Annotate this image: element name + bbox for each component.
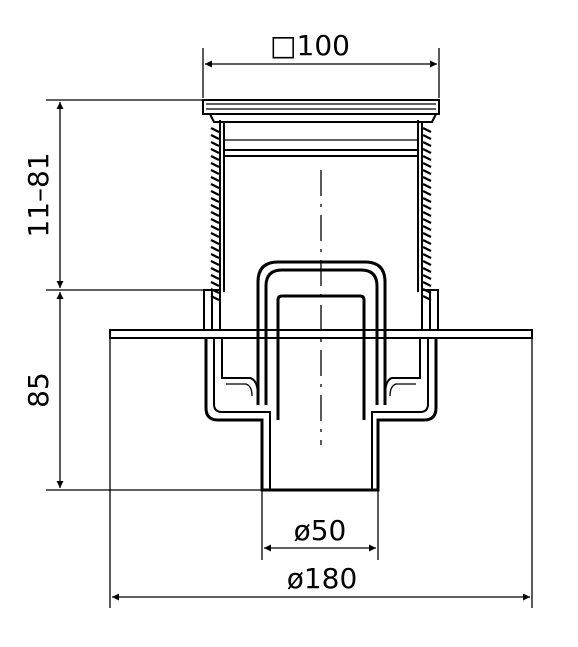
rib-mark [210, 225, 220, 231]
rib-mark [422, 281, 432, 287]
rib-mark [422, 190, 432, 196]
rib-mark [210, 218, 220, 224]
rib-mark [422, 204, 432, 210]
rib-mark [422, 162, 432, 168]
rib-mark [210, 253, 220, 259]
flange-diameter-label: ø180 [287, 562, 358, 595]
rib-mark [422, 127, 432, 133]
rib-mark [210, 239, 220, 245]
rib-mark [422, 197, 432, 203]
dim-flange-diameter: ø180 [109, 338, 533, 608]
rib-mark [422, 246, 432, 252]
rib-mark [210, 232, 220, 238]
rib-mark [210, 176, 220, 182]
height-adjust-label: 11–81 [22, 152, 55, 237]
rib-mark [422, 176, 432, 182]
dim-top-width: □100 [202, 29, 440, 98]
rib-mark [422, 225, 432, 231]
rib-mark [210, 260, 220, 266]
outlet-diameter-label: ø50 [294, 514, 347, 547]
rib-mark [422, 218, 432, 224]
rib-mark [422, 232, 432, 238]
rib-mark [422, 134, 432, 140]
ribbed-wall-left [210, 127, 220, 301]
rib-mark [210, 155, 220, 161]
rib-mark [210, 127, 220, 133]
rib-mark [422, 148, 432, 154]
rib-mark [210, 148, 220, 154]
rib-mark [422, 260, 432, 266]
rib-mark [210, 246, 220, 252]
dim-outlet-diameter: ø50 [261, 490, 379, 560]
body-height-label: 85 [22, 372, 55, 408]
dim-height-adjust: 11–81 [22, 99, 204, 291]
rib-mark [422, 211, 432, 217]
rib-mark [210, 190, 220, 196]
rib-mark [210, 204, 220, 210]
rib-mark [422, 141, 432, 147]
upper-cylinder [219, 120, 423, 292]
rib-mark [210, 162, 220, 168]
ribbed-wall-right [422, 127, 432, 301]
rib-mark [210, 134, 220, 140]
rib-mark [422, 267, 432, 273]
rib-mark [210, 281, 220, 287]
rib-mark [210, 211, 220, 217]
rib-mark [422, 253, 432, 259]
grate [202, 99, 440, 123]
rib-mark [422, 155, 432, 161]
rib-mark [422, 169, 432, 175]
dim-body-height: 85 [22, 292, 262, 491]
rib-mark [210, 141, 220, 147]
rib-mark [210, 183, 220, 189]
rib-mark [210, 197, 220, 203]
rib-mark [210, 267, 220, 273]
rib-mark [422, 274, 432, 280]
top-width-label: □100 [270, 29, 350, 62]
rib-mark [422, 239, 432, 245]
rib-mark [422, 183, 432, 189]
rib-mark [210, 169, 220, 175]
rib-mark [210, 274, 220, 280]
